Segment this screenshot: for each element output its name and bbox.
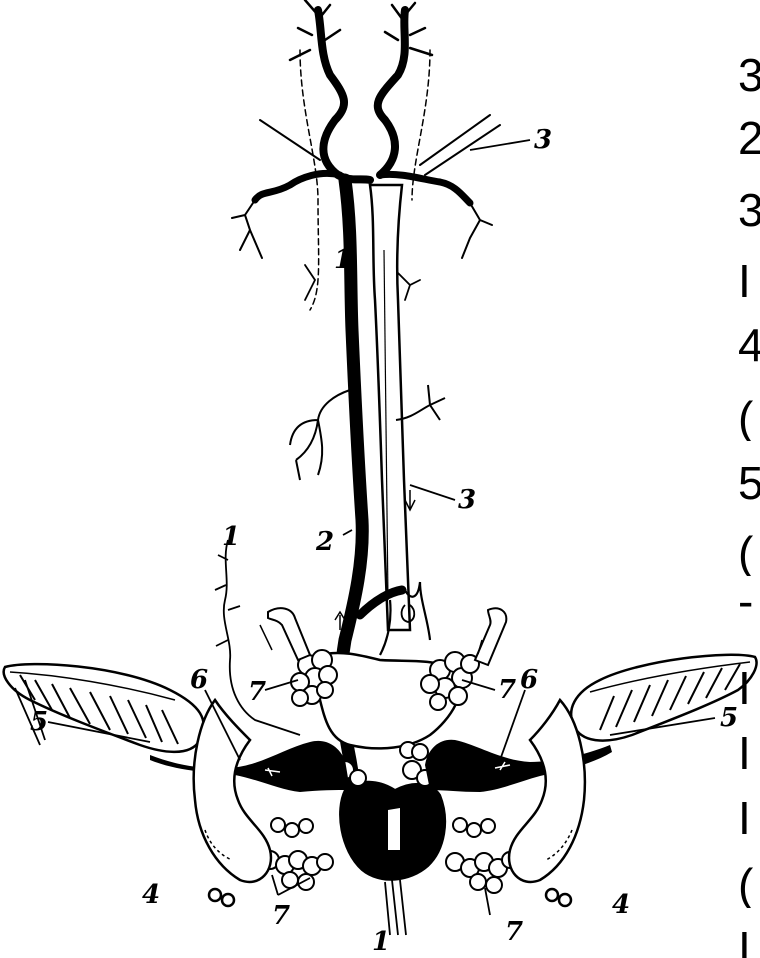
right-text-fragment-8: ( bbox=[738, 530, 760, 576]
callout-4-left: 4 bbox=[142, 880, 160, 910]
upper-branches bbox=[232, 0, 500, 310]
right-text-fragment-3: 3 bbox=[738, 187, 760, 233]
right-text-fragment-11: I bbox=[738, 730, 760, 776]
callout-4-right: 4 bbox=[612, 890, 630, 920]
right-text-fragment-1: 3 bbox=[738, 52, 760, 98]
callout-1-left: 1 bbox=[222, 522, 240, 552]
right-text-fragment-2: 2 bbox=[738, 115, 760, 161]
right-text-fragment-7: 5 bbox=[738, 460, 760, 506]
callout-7-d: 7 bbox=[505, 917, 523, 947]
right-text-fragment-6: ( bbox=[738, 395, 760, 441]
right-text-fragment-10: I bbox=[738, 665, 760, 711]
callout-7-b: 7 bbox=[498, 675, 516, 705]
callout-1-bottom: 1 bbox=[372, 927, 390, 957]
right-text-fragment-14: I bbox=[738, 925, 760, 958]
callout-3-top: 3 bbox=[534, 125, 552, 155]
callout-7-c: 7 bbox=[272, 901, 290, 931]
right-text-fragment-5: 4 bbox=[738, 322, 760, 368]
callout-2: 2 bbox=[315, 527, 334, 557]
callout-6-right: 6 bbox=[520, 665, 538, 695]
right-text-fragment-4: I bbox=[738, 258, 760, 304]
callout-6-left: 6 bbox=[190, 665, 208, 695]
right-text-fragment-13: ( bbox=[738, 862, 760, 908]
callout-5-left: 5 bbox=[30, 707, 48, 737]
callout-3-middle: 3 bbox=[458, 485, 476, 515]
callout-5-right: 5 bbox=[720, 703, 738, 733]
callout-1-upper: 1 bbox=[334, 245, 352, 275]
right-text-fragment-12: I bbox=[738, 795, 760, 841]
right-text-fragment-9: - bbox=[738, 578, 760, 624]
callout-7-a: 7 bbox=[248, 677, 266, 707]
